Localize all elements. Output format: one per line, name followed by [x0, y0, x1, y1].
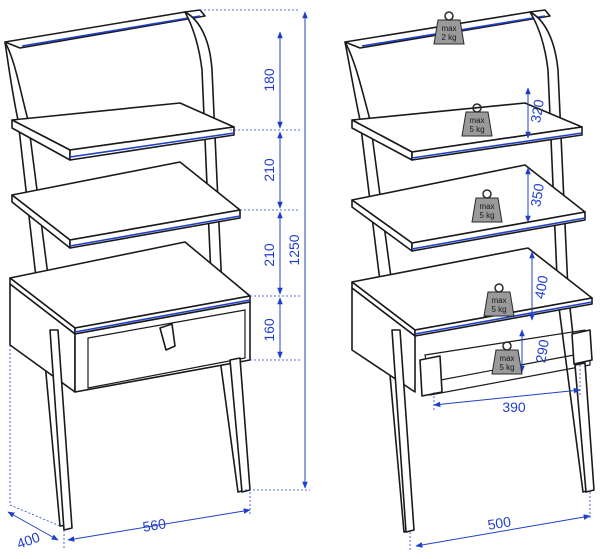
left-dimension-lines: 180 210 210 160 1250: [200, 9, 310, 491]
weight-limit-label-line2: 5 kg: [469, 125, 484, 134]
weight-limit-label-line1: max: [469, 116, 484, 125]
dim-total-height: 1250: [286, 234, 302, 265]
weight-limit-icon: max 5 kg: [491, 341, 523, 375]
left-shelf-unit: [4, 9, 251, 531]
dim-gap-shelf-2: 210: [261, 243, 277, 267]
weight-limit-label-line2: 2 kg: [441, 33, 456, 42]
dim-gap-shelf-1: 210: [261, 158, 277, 182]
left-top-rail-edge: [21, 15, 201, 47]
right-dimension-lines: 320 350 400 290 390 500: [409, 87, 591, 552]
weight-limit-label-line2: 5 kg: [479, 211, 494, 220]
dim-depth: 400: [15, 529, 43, 552]
dim-width-right: 500: [486, 513, 512, 532]
dim-shelf-2-clearance: 350: [527, 182, 547, 208]
dim-shelf-1-clearance: 320: [527, 98, 547, 124]
right-front-leg-left: [391, 329, 415, 533]
left-bottom-dimensions: 400 560: [7, 492, 251, 552]
dim-shelf-3-clearance: 400: [531, 274, 551, 300]
weight-limit-icon: max 5 kg: [461, 103, 493, 137]
dim-drawer-inner-height: 290: [532, 338, 552, 364]
right-shelf-unit: [344, 9, 595, 533]
weight-limit-label-line1: max: [441, 24, 456, 33]
dim-drawer-inner-width: 390: [502, 399, 526, 415]
weight-limit-label-line1: max: [479, 202, 494, 211]
weight-limit-icon: max 5 kg: [471, 189, 503, 223]
weight-limit-icon: max 5 kg: [483, 283, 515, 317]
weight-limit-label-line1: max: [491, 296, 506, 305]
left-top-rail: [4, 9, 206, 49]
left-drawer-handle: [159, 323, 176, 351]
weight-limit-label-line1: max: [499, 354, 514, 363]
weight-limit-icon: max 2 kg: [433, 11, 465, 45]
dim-width-left: 560: [141, 515, 167, 534]
weight-limit-label-line2: 5 kg: [499, 363, 514, 372]
dim-gap-top: 180: [261, 68, 277, 92]
dim-drawer-height: 160: [261, 318, 277, 342]
weight-limit-label-line2: 5 kg: [491, 305, 506, 314]
